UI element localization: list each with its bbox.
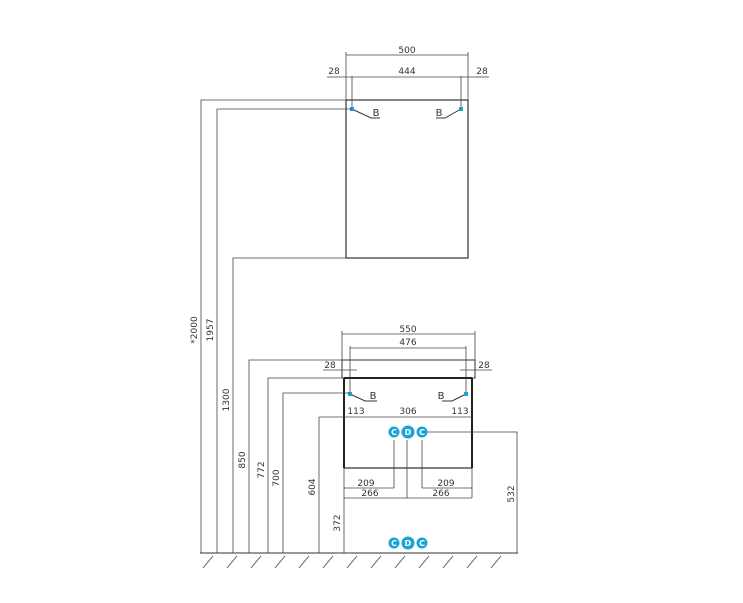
dim-pipe-209-left: 209 — [357, 479, 374, 489]
dim-upper-inner: 444 — [398, 67, 415, 77]
dim-pipe-209-right: 209 — [437, 479, 454, 489]
dim-height-850: 850 — [238, 451, 248, 468]
upper-cabinet: 500 444 28 28 B B — [327, 46, 489, 259]
svg-text:D: D — [405, 539, 412, 548]
cold-water-icon — [388, 426, 400, 438]
dim-upper-width: 500 — [398, 46, 415, 56]
cold-water-icon — [388, 537, 400, 549]
dim-pipe-266-right: 266 — [432, 489, 449, 499]
dim-height-1300: 1300 — [222, 388, 232, 411]
dim-height-532: 532 — [507, 485, 517, 502]
mount-label: B — [436, 108, 443, 119]
connections-floor: C D C — [388, 536, 428, 550]
dim-lower-width: 550 — [399, 325, 416, 335]
dim-height-772: 772 — [257, 461, 267, 478]
dim-mount-mid: 306 — [399, 407, 416, 417]
dim-lower-offset-right: 28 — [478, 361, 490, 371]
dim-upper-offset-right: 28 — [476, 67, 488, 77]
dim-mount-left: 113 — [347, 407, 364, 417]
svg-text:C: C — [419, 539, 425, 548]
drain-icon — [401, 425, 415, 439]
dim-lower-offset-left: 28 — [324, 361, 336, 371]
mount-point-icon — [348, 392, 352, 396]
dim-lower-inner: 476 — [399, 338, 416, 348]
svg-text:C: C — [419, 428, 425, 437]
drain-icon — [401, 536, 415, 550]
lower-cabinet: 550 476 28 28 B B 113 306 113 209 209 26… — [319, 325, 492, 553]
dim-pipe-266-left: 266 — [361, 489, 378, 499]
svg-text:C: C — [391, 539, 397, 548]
connections-upper: C D C — [388, 425, 428, 439]
dim-height-604: 604 — [308, 478, 318, 495]
mount-label: B — [373, 108, 380, 119]
dim-mount-right: 113 — [451, 407, 468, 417]
hot-water-icon — [416, 537, 428, 549]
mount-label: B — [370, 391, 377, 402]
height-dimensions: *2000 1957 1300 850 772 700 604 372 532 — [190, 99, 518, 553]
mount-label: B — [438, 391, 445, 402]
dim-upper-offset-left: 28 — [328, 67, 340, 77]
hot-water-icon — [416, 426, 428, 438]
dim-height-1957: 1957 — [206, 319, 216, 342]
svg-text:D: D — [405, 428, 412, 437]
dim-height-700: 700 — [272, 469, 282, 486]
floor — [200, 552, 518, 569]
mount-point-icon — [464, 392, 468, 396]
mount-point-icon — [459, 107, 463, 111]
dim-height-total: *2000 — [190, 316, 200, 344]
svg-text:C: C — [391, 428, 397, 437]
dim-height-372: 372 — [333, 514, 343, 531]
